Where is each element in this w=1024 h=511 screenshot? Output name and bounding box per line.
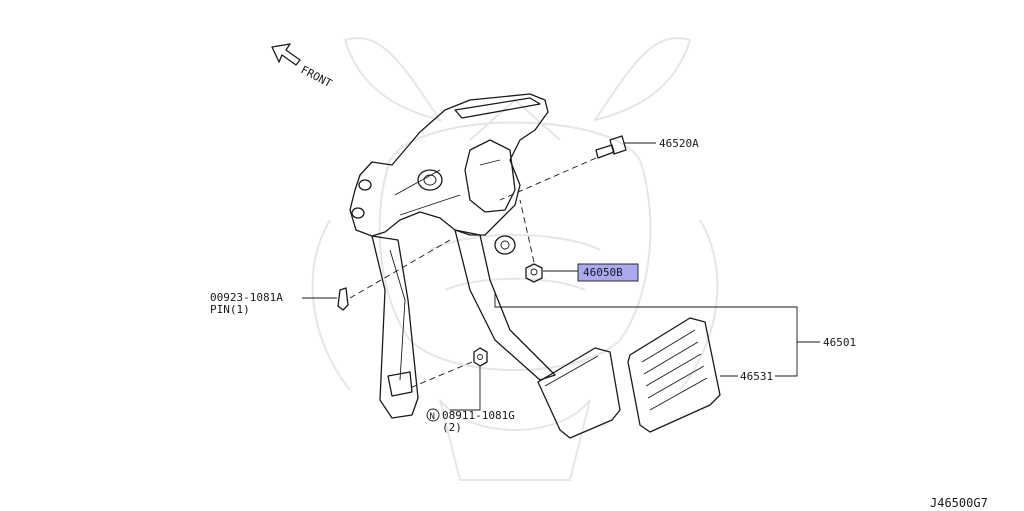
pin-part <box>337 239 451 311</box>
label-pedal-pad: 46531 <box>740 370 773 383</box>
label-nut-highlight-box <box>577 263 639 282</box>
pedal-bracket <box>349 93 549 255</box>
watermark-emblem <box>311 37 719 481</box>
label-nut-lower-prefix: N <box>430 412 435 422</box>
diagram-id: J46500G7 <box>930 496 988 510</box>
front-label: FRONT <box>299 63 335 90</box>
pedal-arm-left <box>371 235 419 419</box>
n-marker-icon <box>426 408 440 422</box>
front-arrow-icon <box>271 43 301 66</box>
label-nut-upper: 46050B <box>583 266 623 279</box>
label-bolt: 46520A <box>659 137 699 150</box>
label-pin-part: 00923-1081A <box>210 291 283 304</box>
front-direction-indicator: FRONT <box>271 43 335 90</box>
label-pedal-assembly: 46501 <box>823 336 856 349</box>
bolt-part <box>499 135 627 201</box>
label-pin-qty: PIN(1) <box>210 303 250 316</box>
pedal-pad-part <box>627 317 721 433</box>
nut-upper-part <box>519 199 543 283</box>
callout-labels: 46520A 46050B 00923-1081A PIN(1) 46501 4… <box>210 137 988 510</box>
leader-lines <box>302 142 820 411</box>
label-nut-lower: 08911-1081G <box>442 409 515 422</box>
nut-lower-part <box>409 347 488 389</box>
label-nut-lower-qty: (2) <box>442 421 462 434</box>
pedal-arm-main <box>454 229 621 439</box>
